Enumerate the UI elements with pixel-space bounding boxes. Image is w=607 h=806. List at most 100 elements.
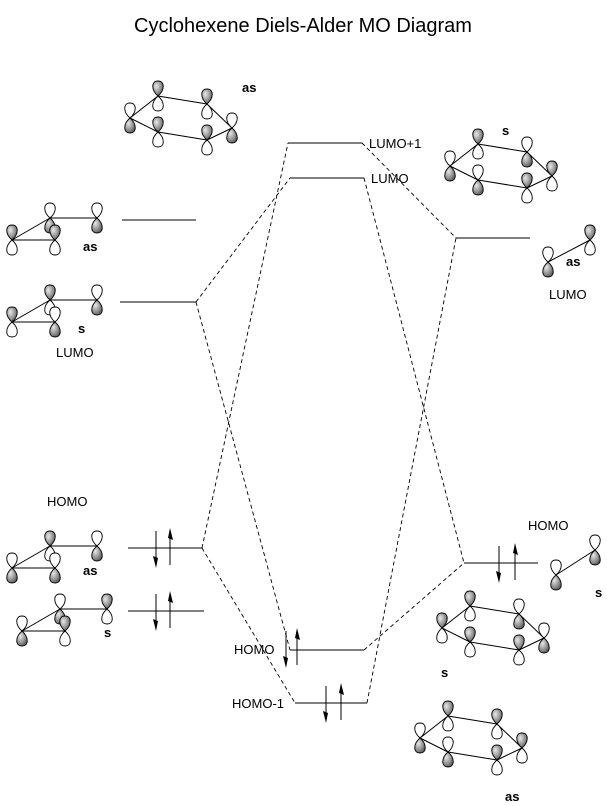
shaded-lobe — [16, 630, 28, 647]
open-lobe — [49, 306, 61, 323]
correlation-line — [366, 237, 457, 704]
label-diene-homo: HOMO — [47, 494, 87, 509]
shaded-lobe — [91, 545, 103, 562]
shaded-lobe — [589, 549, 601, 566]
bond — [129, 117, 159, 133]
diene-orbital-s — [16, 593, 113, 647]
label-center-lumo: LUMO — [371, 171, 409, 186]
bond — [547, 239, 591, 263]
correlation-line — [195, 177, 291, 303]
open-lobe — [589, 534, 601, 551]
open-lobe — [521, 187, 533, 204]
open-lobe — [491, 759, 503, 776]
correlation-line — [201, 142, 289, 549]
product-orbital-s-lumo1 — [444, 128, 558, 204]
label-homo-minus-1: HOMO-1 — [232, 696, 284, 711]
product-orbital-s — [436, 590, 550, 666]
open-lobe — [49, 552, 61, 569]
shaded-lobe — [442, 751, 454, 768]
spin-up-arrowhead — [513, 543, 518, 555]
bond — [447, 751, 498, 761]
symmetry-product-as: as — [505, 789, 519, 804]
spin-up-arrowhead — [168, 528, 173, 540]
open-lobe — [101, 608, 113, 625]
spin-down-arrowhead — [496, 571, 501, 583]
open-lobe — [538, 622, 550, 639]
open-lobe — [521, 136, 533, 153]
bond — [477, 179, 528, 189]
open-lobe — [516, 747, 528, 764]
bond — [21, 608, 61, 632]
bond — [477, 143, 528, 153]
shaded-lobe — [491, 744, 503, 761]
shaded-lobe — [49, 224, 61, 241]
bond — [447, 715, 498, 725]
shaded-lobe — [124, 117, 136, 134]
shaded-lobe — [6, 567, 18, 584]
shaded-lobe — [464, 626, 476, 643]
open-lobe — [226, 112, 238, 129]
open-lobe — [513, 598, 525, 615]
open-lobe — [16, 615, 28, 632]
shaded-lobe — [44, 530, 56, 547]
shaded-lobe — [6, 306, 18, 323]
correlation-line — [201, 547, 296, 704]
open-lobe — [201, 139, 213, 156]
shaded-lobe — [91, 217, 103, 234]
bond — [157, 131, 208, 141]
bond — [419, 737, 449, 753]
label-lumo-plus-1: LUMO+1 — [369, 136, 421, 151]
open-lobe — [414, 722, 426, 739]
open-lobe — [464, 605, 476, 622]
shaded-lobe — [6, 224, 18, 241]
symmetry-diene-lower: s — [104, 625, 111, 640]
bond — [449, 143, 479, 167]
open-lobe — [6, 239, 18, 256]
orbital-drawings — [6, 80, 601, 776]
open-lobe — [49, 239, 61, 256]
bond — [419, 715, 449, 739]
open-lobe — [91, 530, 103, 547]
bond — [496, 723, 523, 749]
open-lobe — [442, 736, 454, 753]
label-dienophile-lumo: LUMO — [549, 287, 587, 302]
shaded-lobe — [464, 590, 476, 607]
shaded-lobe — [542, 261, 554, 278]
correlation-lines — [195, 142, 465, 704]
open-lobe — [54, 593, 66, 610]
symmetry-dienophile-homo: s — [595, 585, 602, 600]
diagram-title: Cyclohexene Diels-Alder MO Diagram — [134, 15, 472, 37]
symmetry-product-lumo1: s — [502, 123, 509, 138]
shaded-lobe — [491, 708, 503, 725]
open-lobe — [44, 202, 56, 219]
label-dienophile-homo: HOMO — [528, 518, 568, 533]
shaded-lobe — [538, 637, 550, 654]
open-lobe — [6, 321, 18, 338]
open-lobe — [491, 723, 503, 740]
shaded-lobe — [44, 284, 56, 301]
shaded-lobe — [546, 160, 558, 177]
bond — [518, 637, 545, 651]
open-lobe — [201, 103, 213, 120]
bond — [441, 605, 471, 629]
shaded-lobe — [584, 224, 596, 241]
bond — [449, 165, 479, 181]
open-lobe — [546, 175, 558, 192]
symmetry-product-top: as — [242, 80, 256, 95]
bond — [518, 613, 545, 639]
shaded-lobe — [226, 127, 238, 144]
product-orbital-as-top — [124, 80, 238, 156]
symmetry-diene-homo: as — [83, 563, 97, 578]
diene-orbital-as — [6, 202, 103, 256]
label-center-homo: HOMO — [234, 642, 274, 657]
product-orbital-as — [414, 700, 528, 776]
open-lobe — [472, 143, 484, 160]
bond — [555, 549, 596, 576]
shaded-lobe — [472, 179, 484, 196]
correlation-line — [361, 142, 457, 239]
open-lobe — [442, 715, 454, 732]
diene-orbital-as-homo — [6, 530, 103, 584]
dienophile-orbital-lumo — [542, 224, 596, 278]
shaded-lobe — [516, 732, 528, 749]
